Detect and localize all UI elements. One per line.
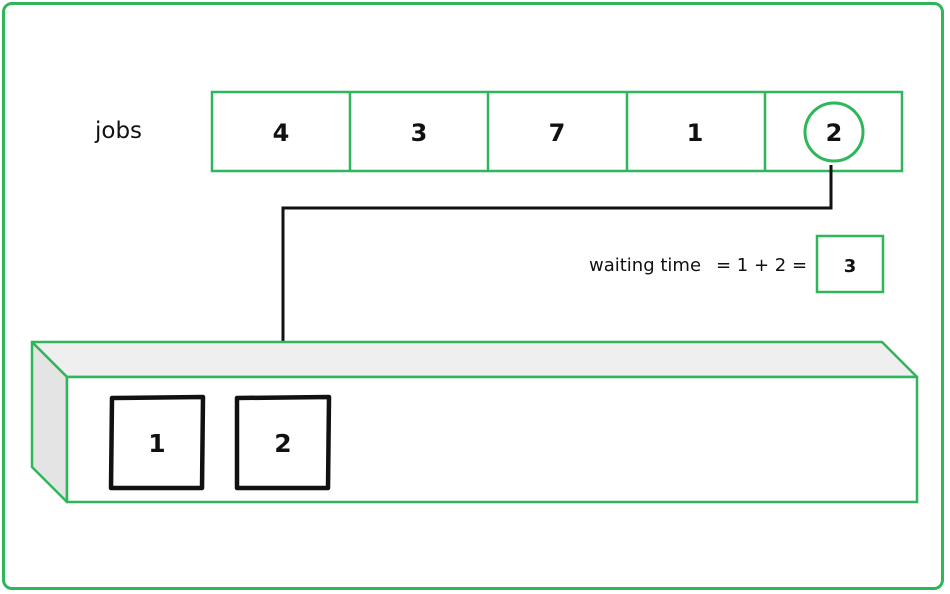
waiting-time-result: 3 <box>844 256 857 277</box>
waiting-time-expression: = 1 + 2 = <box>716 255 807 276</box>
shelf-front-face <box>65 375 919 504</box>
job-value: 4 <box>273 119 290 147</box>
queue-shelf <box>30 340 919 504</box>
queue-item: 2 <box>234 394 332 491</box>
shelf-top-face <box>30 340 919 379</box>
waiting-time-label: waiting time <box>589 255 701 276</box>
queue-item-value: 1 <box>148 429 165 458</box>
queue-item-box <box>108 394 206 491</box>
jobs-label: jobs <box>94 118 142 144</box>
jobs-array: 4 3 7 1 2 <box>210 90 904 173</box>
job-value: 7 <box>549 119 566 147</box>
selected-job-circle <box>803 101 865 163</box>
queue-item-box <box>234 394 332 491</box>
waiting-time-result-box <box>815 234 885 294</box>
jobs-array-outline <box>210 90 904 173</box>
queue-item: 1 <box>108 394 206 491</box>
move-arrow-line <box>281 165 833 388</box>
queue-item-value: 2 <box>274 429 291 458</box>
job-value: 1 <box>687 119 704 147</box>
job-value: 3 <box>411 119 428 147</box>
job-value: 2 <box>826 119 843 147</box>
